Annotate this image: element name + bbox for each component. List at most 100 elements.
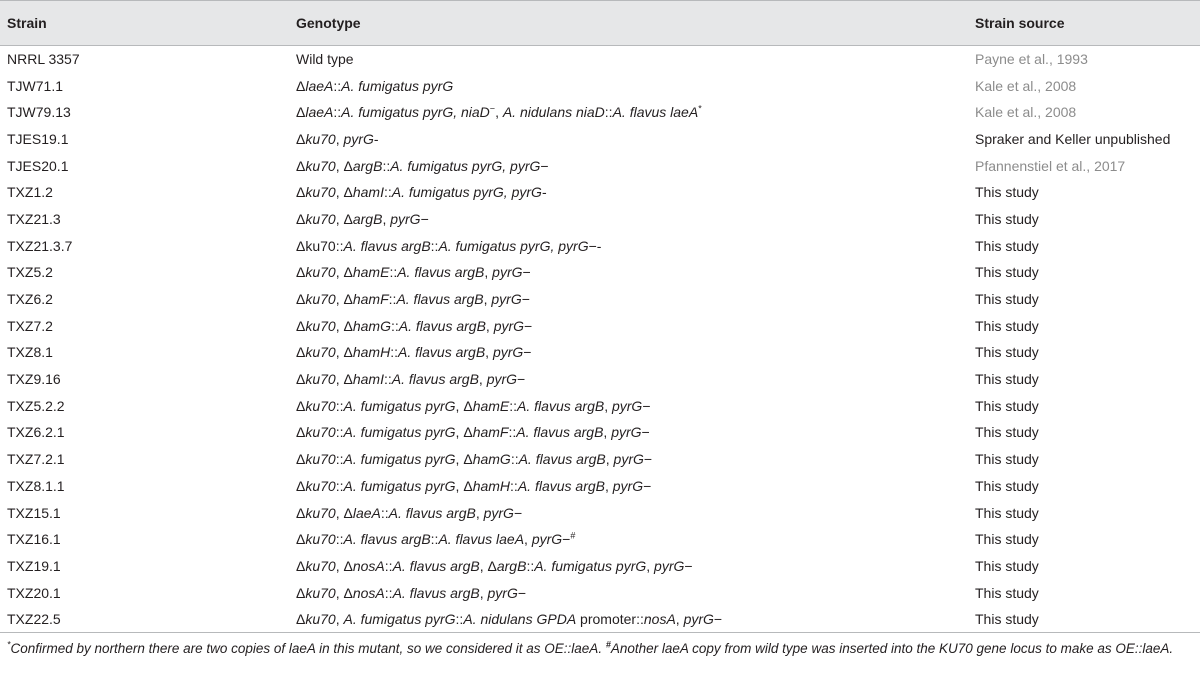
genotype-cell: Δku70, ΔlaeA::A. flavus argB, pyrG− xyxy=(289,499,968,526)
text-segment: Another laeA copy from wild type was ins… xyxy=(610,641,1174,657)
source-cell: This study xyxy=(975,451,1039,468)
text-segment: , Δ xyxy=(335,210,353,227)
genotype-cell: Wild type xyxy=(289,46,968,73)
text-segment: − xyxy=(523,344,532,361)
text-segment: laeA xyxy=(305,77,334,94)
text-segment: :: xyxy=(333,77,342,94)
genotype-cell: Δku70, ΔnosA::A. flavus argB, ΔargB::A. … xyxy=(289,553,968,580)
text-segment: pyrG xyxy=(343,130,374,147)
text-segment: pyrG xyxy=(531,531,563,548)
text-segment: :: xyxy=(526,557,535,574)
genotype-cell: Δku70, ΔhamI::A. fumigatus pyrG, pyrG- xyxy=(289,179,968,206)
text-segment: A. fumigatus pyrG xyxy=(343,424,456,441)
text-segment: ku70 xyxy=(305,264,336,281)
source-cell: This study xyxy=(975,531,1039,548)
text-segment: promoter:: xyxy=(576,611,644,628)
source-cell: This study xyxy=(975,584,1039,601)
text-segment: pyrG xyxy=(611,424,642,441)
text-segment: ku70 xyxy=(305,210,336,227)
text-segment: Δ xyxy=(296,77,306,94)
text-segment: , xyxy=(475,504,484,521)
text-segment: , Δ xyxy=(455,424,473,441)
text-segment: :: xyxy=(384,557,393,574)
strain-cell: TXZ8.1.1 xyxy=(7,477,65,494)
text-segment: ku70 xyxy=(305,504,336,521)
text-segment: ku70 xyxy=(305,557,336,574)
text-segment: , xyxy=(605,451,614,468)
source-cell: This study xyxy=(968,605,1200,634)
source-citation-link[interactable]: Kale et al., 2008 xyxy=(975,104,1077,121)
text-segment: :: xyxy=(333,104,342,121)
text-segment: , Δ xyxy=(455,451,473,468)
text-segment: ku70 xyxy=(305,584,336,601)
source-citation-link[interactable]: Kale et al., 2008 xyxy=(975,77,1077,94)
text-segment: A. flavus argB xyxy=(398,344,486,361)
text-segment: , Δ xyxy=(335,317,353,334)
text-segment: , Δ xyxy=(455,397,473,414)
text-segment: Δ xyxy=(296,504,306,521)
text-segment: :: xyxy=(430,237,439,254)
text-segment: Δ xyxy=(296,557,306,574)
text-segment: laeA xyxy=(352,504,381,521)
text-segment: Δ xyxy=(296,291,306,308)
text-segment: , Δ xyxy=(335,184,353,201)
text-segment: nosA xyxy=(352,557,385,574)
source-cell: This study xyxy=(975,184,1039,201)
text-segment: , xyxy=(484,264,493,281)
text-segment: , xyxy=(524,531,532,548)
text-segment: − xyxy=(713,611,723,628)
text-segment: A. fumigatus pyrG xyxy=(343,477,456,494)
source-citation-link[interactable]: Payne et al., 1993 xyxy=(975,51,1088,68)
text-segment: hamH xyxy=(472,477,511,494)
text-segment: , Δ xyxy=(335,557,353,574)
text-segment: :: xyxy=(390,317,399,334)
text-segment: , Δ xyxy=(479,557,497,574)
strain-cell: TXZ7.2.1 xyxy=(7,451,65,468)
text-segment: :: xyxy=(380,504,389,521)
genotype-cell: ΔlaeA::A. fumigatus pyrG, niaD−, A. nidu… xyxy=(289,99,968,126)
text-segment: ku70 xyxy=(305,291,336,308)
text-segment: laeA xyxy=(305,104,334,121)
strain-cell: TXZ1.2 xyxy=(7,184,53,201)
strain-cell: TXZ15.1 xyxy=(7,504,61,521)
text-segment: :: xyxy=(455,611,464,628)
table-row: NRRL 3357 Wild type Payne et al., 1993 xyxy=(0,46,1200,73)
genotype-cell: Δku70, ΔhamE::A. flavus argB, pyrG− xyxy=(289,259,968,286)
text-segment: ku70 xyxy=(305,451,336,468)
text-segment: − xyxy=(517,584,527,601)
source-cell: This study xyxy=(975,291,1039,308)
text-segment: A. flavus laeA xyxy=(438,531,525,548)
text-segment: A. flavus argB xyxy=(398,317,486,334)
text-segment: A. flavus argB xyxy=(388,504,476,521)
source-cell: This study xyxy=(975,504,1039,521)
text-segment: − xyxy=(641,424,650,441)
text-segment: , xyxy=(485,317,494,334)
text-segment: - xyxy=(373,130,379,147)
text-segment: pyrG xyxy=(491,291,522,308)
text-segment: − xyxy=(513,504,523,521)
genotype-cell: Δku70, ΔhamI::A. flavus argB, pyrG− xyxy=(289,366,968,393)
text-segment: A. flavus argB xyxy=(516,424,604,441)
text-segment: − xyxy=(642,397,651,414)
text-segment: , Δ xyxy=(335,157,353,174)
text-segment: pyrG xyxy=(612,477,644,494)
source-cell: Spraker and Keller unpublished xyxy=(975,130,1171,147)
text-segment: − xyxy=(420,210,429,227)
text-segment: ku70 xyxy=(305,184,336,201)
text-segment: , Δ xyxy=(335,264,353,281)
text-segment: ku70 xyxy=(305,371,336,388)
source-citation-link[interactable]: Pfannenstiel et al., 2017 xyxy=(975,157,1126,174)
source-cell: This study xyxy=(975,264,1039,281)
text-segment: Δ xyxy=(296,584,306,601)
text-segment: :: xyxy=(335,397,344,414)
text-segment: hamE xyxy=(472,397,510,414)
text-segment: , xyxy=(604,397,612,414)
strain-cell: NRRL 3357 xyxy=(7,51,80,68)
text-segment: * xyxy=(698,103,702,114)
text-segment: pyrG xyxy=(390,210,421,227)
text-segment: − xyxy=(643,477,652,494)
